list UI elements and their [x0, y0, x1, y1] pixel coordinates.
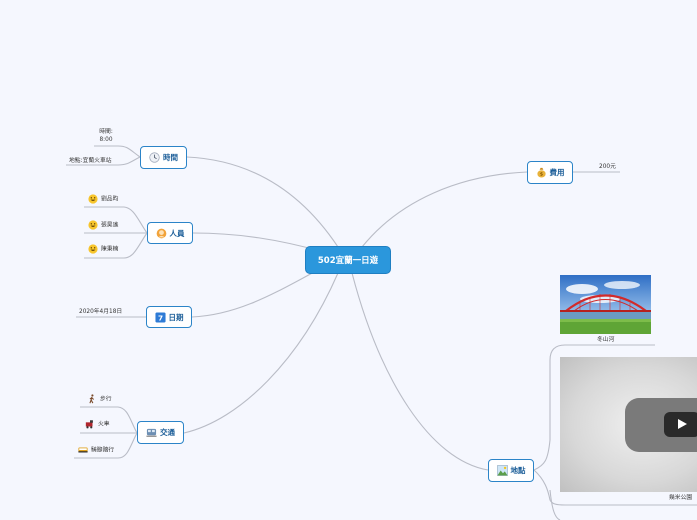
branch-label: 人員 [170, 228, 185, 239]
central-topic[interactable]: 502宜蘭一日遊 [306, 247, 390, 273]
branch-cost[interactable]: $ 費用 [527, 161, 573, 184]
branch-people[interactable]: 人員 [147, 222, 193, 244]
train-icon [146, 427, 157, 438]
branch-label: 費用 [550, 167, 565, 178]
locomotive-icon [85, 419, 95, 429]
money-bag-icon: $ [536, 167, 547, 178]
walking-icon [87, 394, 97, 404]
grinning-face-icon [88, 244, 98, 254]
time-leaf-start[interactable]: 時間: 8:00 [96, 128, 116, 144]
bridge-image [560, 275, 651, 334]
people-leaf[interactable]: 陳秉楠 [88, 244, 118, 254]
bus-icon [78, 445, 88, 455]
play-button-icon[interactable] [664, 412, 697, 437]
landscape-icon [497, 465, 508, 476]
calendar-icon: 7 [155, 312, 166, 323]
branch-time[interactable]: 時間 [140, 146, 187, 169]
branch-place[interactable]: 地點 [488, 459, 534, 482]
people-icon [156, 228, 167, 239]
people-leaf[interactable]: 劉品昀 [88, 194, 118, 204]
grinning-face-icon [88, 220, 98, 230]
dongshan-river-photo[interactable] [560, 275, 651, 334]
time-leaf-location[interactable]: 地點:宜蘭火車站 [69, 157, 112, 165]
cost-leaf[interactable]: 200元 [599, 163, 616, 171]
svg-text:7: 7 [157, 313, 162, 322]
jimmy-park-video[interactable] [560, 357, 697, 492]
svg-text:$: $ [539, 172, 542, 178]
date-leaf[interactable]: 2020年4月18日 [79, 308, 122, 316]
branch-date[interactable]: 7 日期 [146, 306, 192, 328]
transport-leaf[interactable]: 步行 [87, 394, 112, 404]
grinning-face-icon [88, 194, 98, 204]
branch-label: 日期 [169, 312, 184, 323]
people-leaf[interactable]: 張昊遙 [88, 220, 118, 230]
transport-leaf[interactable]: 火車 [85, 419, 110, 429]
branch-label: 時間 [163, 152, 178, 163]
branch-transport[interactable]: 交通 [137, 421, 184, 444]
transport-leaf[interactable]: 騎腳踏行 [78, 445, 114, 455]
clock-icon [149, 152, 160, 163]
place-leaf-dongshan[interactable]: 冬山河 [597, 336, 614, 344]
branch-label: 地點 [511, 465, 526, 476]
place-leaf-jimmy-park[interactable]: 幾米公園 [669, 494, 692, 502]
branch-label: 交通 [160, 427, 175, 438]
